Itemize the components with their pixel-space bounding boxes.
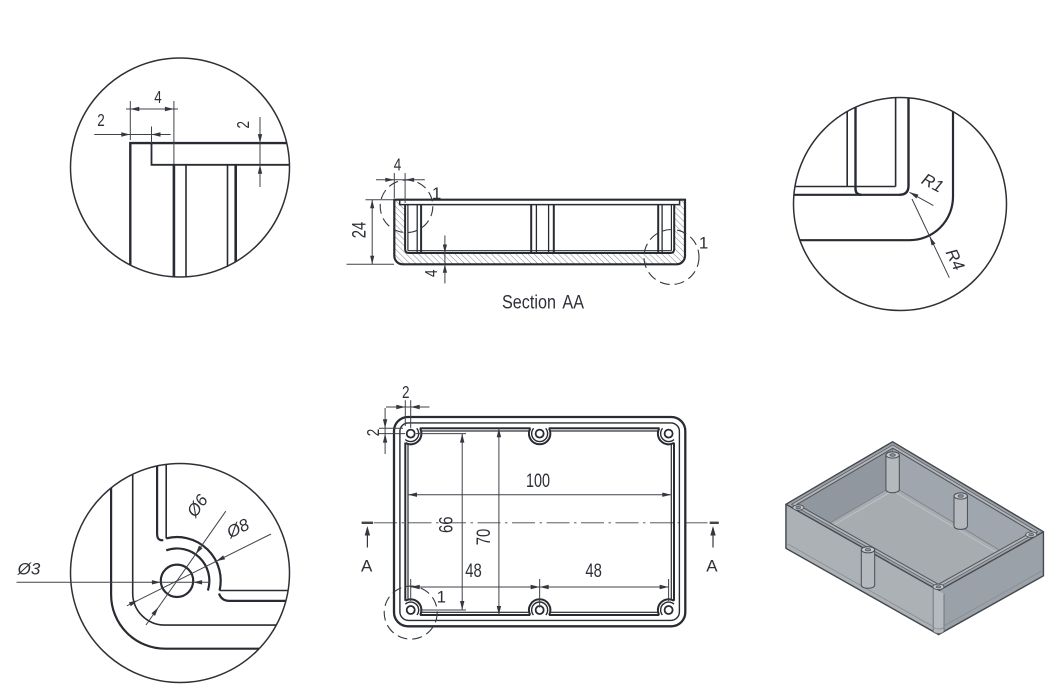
svg-text:Section AA: Section AA bbox=[502, 292, 584, 314]
svg-text:48: 48 bbox=[585, 560, 602, 582]
svg-text:2: 2 bbox=[97, 110, 105, 130]
svg-text:100: 100 bbox=[526, 470, 550, 492]
svg-text:2: 2 bbox=[402, 382, 410, 402]
svg-text:1: 1 bbox=[437, 587, 446, 606]
svg-text:66: 66 bbox=[436, 517, 458, 534]
svg-text:2: 2 bbox=[233, 121, 253, 129]
svg-text:4: 4 bbox=[154, 87, 162, 107]
svg-text:A: A bbox=[361, 557, 373, 576]
svg-text:70: 70 bbox=[473, 529, 495, 546]
svg-text:4: 4 bbox=[421, 269, 441, 277]
svg-text:48: 48 bbox=[465, 560, 482, 582]
svg-text:24: 24 bbox=[349, 222, 371, 239]
svg-text:1: 1 bbox=[699, 234, 708, 253]
svg-text:Ø3: Ø3 bbox=[17, 560, 41, 579]
svg-text:A: A bbox=[706, 557, 718, 576]
svg-text:1: 1 bbox=[432, 184, 441, 203]
svg-text:4: 4 bbox=[394, 155, 402, 175]
svg-text:2: 2 bbox=[363, 429, 383, 437]
